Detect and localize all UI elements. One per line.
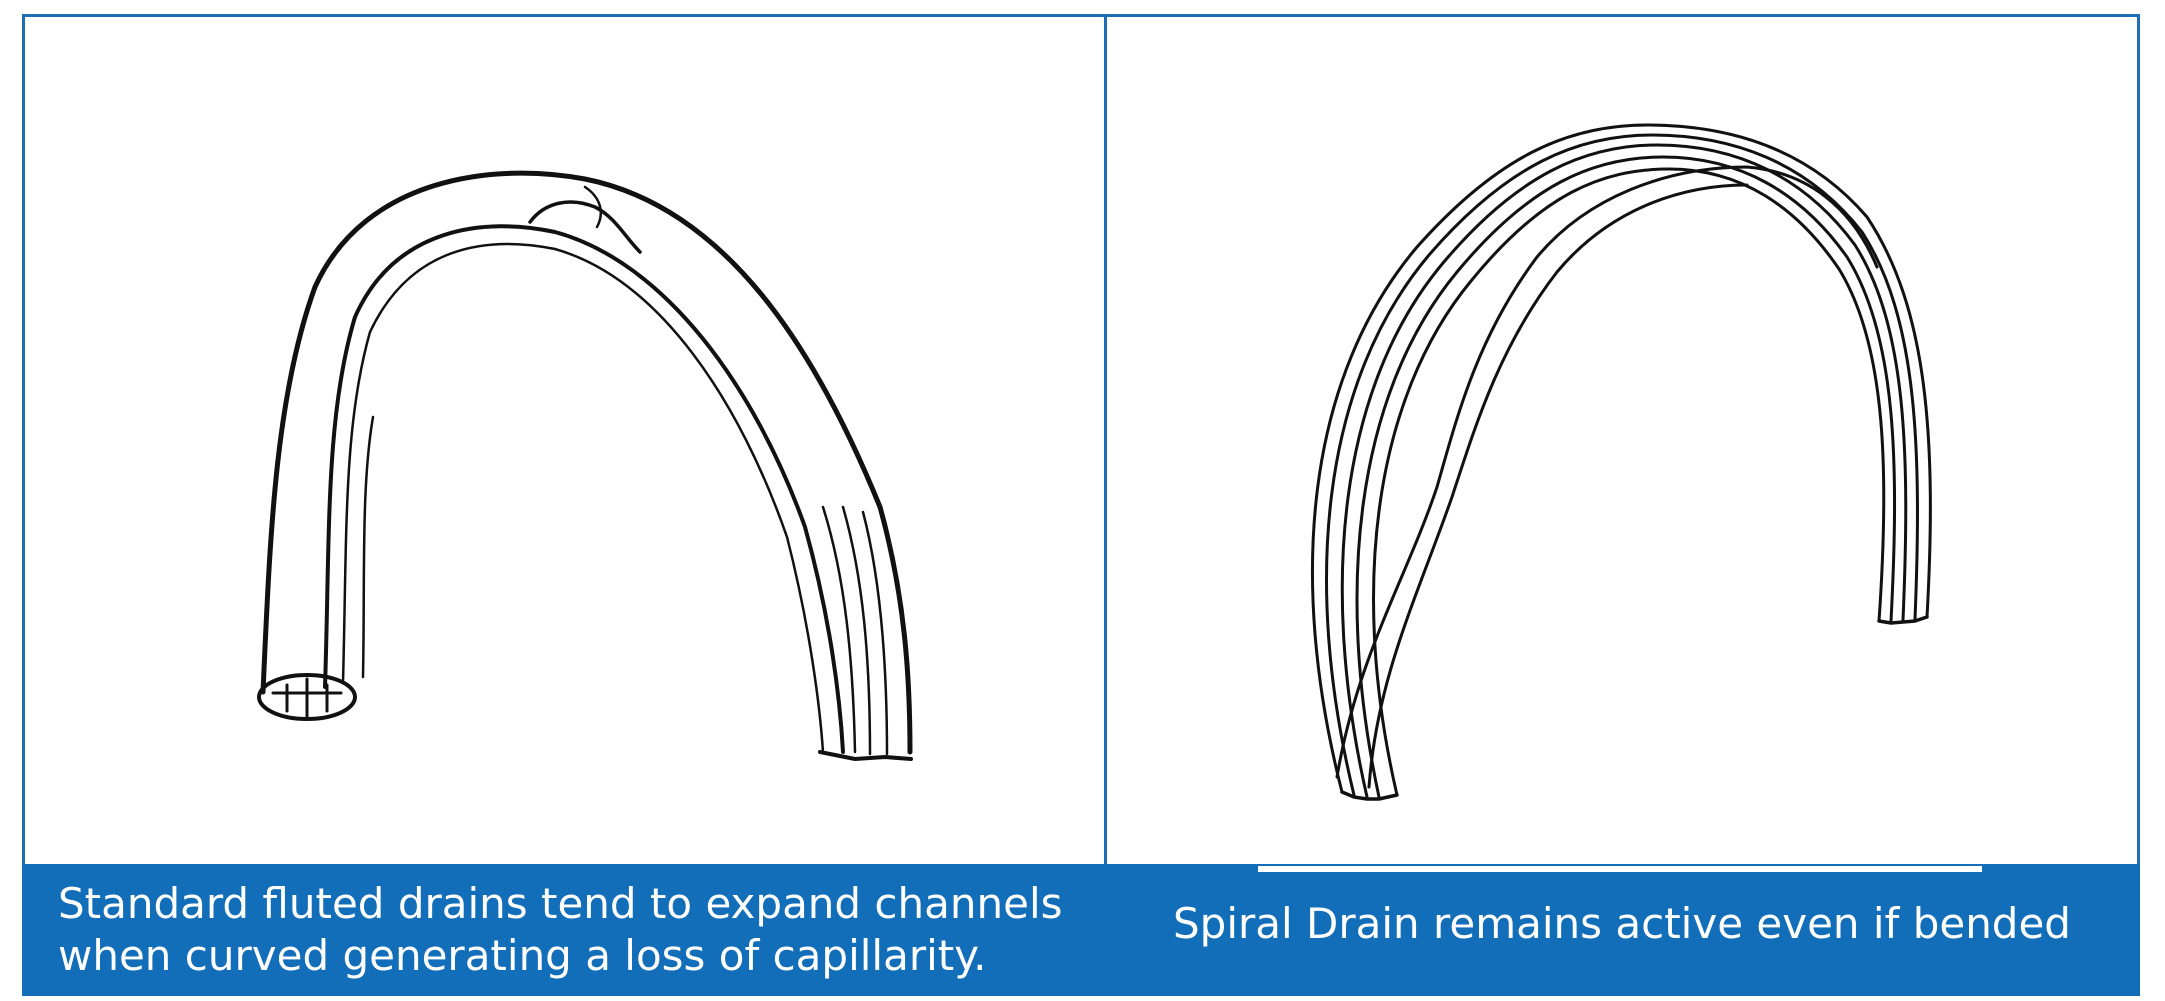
left-panel [25,17,1104,862]
spiral-drain-illustration [1310,123,1932,801]
left-caption-line-2: when curved generating a loss of capilla… [58,931,987,980]
caption-rule [1258,866,1982,872]
panel-divider [1104,14,1107,864]
left-caption: Standard fluted drains tend to expand ch… [58,878,1098,982]
right-panel [1107,17,2137,862]
left-caption-line-1: Standard fluted drains tend to expand ch… [58,879,1063,928]
standard-fluted-drain-illustration [257,170,913,761]
caption-bar [22,864,2140,996]
right-caption: Spiral Drain remains active even if bend… [1173,899,2071,948]
